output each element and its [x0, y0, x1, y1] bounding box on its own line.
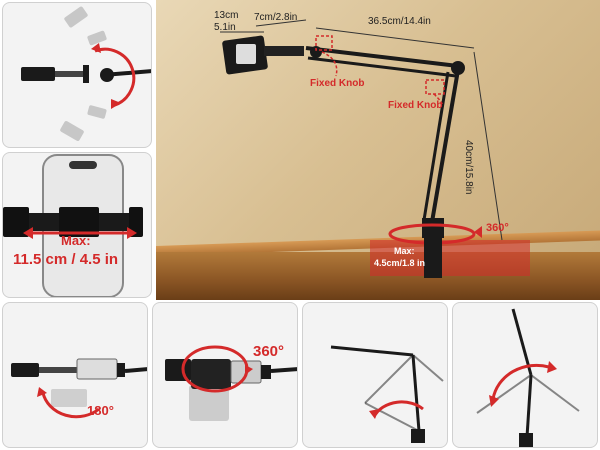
- fixed-knob-label-2: Fixed Knob: [388, 100, 443, 111]
- panel-phone-clamp: Max: 11.5 cm / 4.5 in: [2, 152, 152, 298]
- dim-7cm: 7cm/2.8in: [254, 12, 298, 23]
- flip-illustration: [21, 6, 151, 141]
- holder-angle: 360°: [253, 343, 285, 360]
- panel-arm-position-2: [452, 302, 598, 448]
- phone-max-label: Max:: [61, 233, 91, 248]
- phone-illustration: [3, 154, 143, 297]
- panel-arm-position-1: [302, 302, 448, 448]
- rotation-label: 360°: [486, 222, 509, 234]
- dim-5in: 5.1in: [214, 22, 236, 33]
- dim-36-5cm: 36.5cm/14.4in: [368, 16, 431, 27]
- rotate-angle: 180°: [87, 403, 114, 418]
- rotate-illustration: [11, 358, 147, 419]
- panel-flip-holder: [2, 2, 152, 148]
- hero-arm-photo: 13cm 5.1in 7cm/2.8in 36.5cm/14.4in 40cm/…: [156, 0, 600, 300]
- arm-position-2: [476, 308, 580, 447]
- dim-13cm: 13cm: [214, 10, 239, 21]
- phone-max-value: 11.5 cm / 4.5 in: [13, 251, 119, 268]
- clamp-max-value: 4.5cm/1.8 in: [374, 258, 426, 268]
- holder-illustration: [165, 345, 297, 421]
- panel-rotate-180: 180°: [2, 302, 148, 448]
- clamp-max-label: Max:: [394, 246, 415, 256]
- panel-holder-360: 360°: [152, 302, 298, 448]
- arm-position-1: [330, 345, 444, 443]
- dim-40cm: 40cm/15.8in: [463, 140, 474, 195]
- fixed-knob-label-1: Fixed Knob: [310, 78, 365, 89]
- arm-illustration: [220, 19, 530, 278]
